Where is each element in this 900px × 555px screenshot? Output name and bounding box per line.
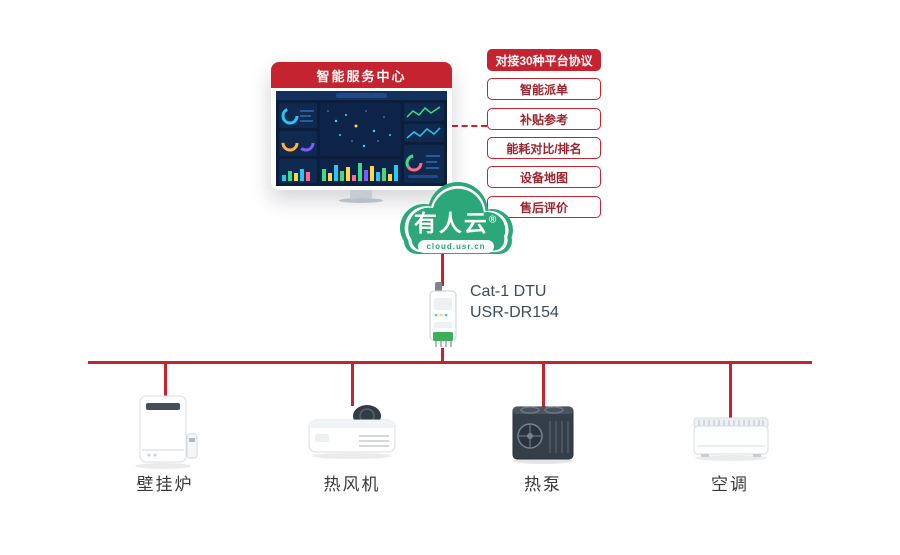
device-label-air-conditioner: 空调 — [711, 475, 749, 494]
monitor-title: 智能服务中心 — [271, 62, 452, 88]
feature-badge: 智能派单 — [487, 78, 601, 100]
feature-badge: 对接30种平台协议 — [487, 49, 601, 71]
hot-air-unit-icon — [308, 405, 396, 459]
bus-line — [88, 361, 812, 364]
cloud-name: 有人云® — [388, 204, 524, 238]
feature-badge: 能耗对比/排名 — [487, 137, 601, 159]
service-center-monitor: 智能服务中心 — [271, 62, 452, 190]
dtu-device-icon — [429, 282, 457, 347]
cloud-to-dtu-line — [441, 250, 444, 286]
dtu-model-line1: Cat-1 DTU — [470, 283, 547, 300]
dashboard-preview — [276, 91, 447, 186]
drop-line-wall-boiler — [164, 361, 167, 399]
drop-line-heat-pump — [542, 361, 545, 409]
heat-pump-icon — [512, 406, 574, 464]
usr-cloud: 有人云® cloud.usr.cn — [388, 172, 524, 268]
device-label-hot-air-unit: 热风机 — [323, 475, 381, 494]
dtu-model-label: Cat-1 DTU USR-DR154 — [470, 281, 559, 323]
drop-line-hot-air-unit — [351, 361, 354, 406]
device-label-wall-boiler: 壁挂炉 — [136, 475, 194, 494]
feature-badge: 补贴参考 — [487, 108, 601, 130]
device-label-heat-pump: 热泵 — [524, 475, 562, 494]
feature-badge: 设备地图 — [487, 166, 601, 188]
monitor-to-features-dashed-line — [452, 125, 487, 127]
feature-badge: 售后评价 — [487, 196, 601, 218]
drop-line-air-conditioner — [729, 361, 732, 419]
air-conditioner-icon — [693, 417, 769, 461]
cloud-domain-badge: cloud.usr.cn — [418, 240, 494, 253]
dtu-to-bus-line — [441, 348, 444, 364]
registered-mark: ® — [488, 214, 499, 226]
cloud-domain-wrap: cloud.usr.cn — [388, 236, 524, 254]
cloud-name-text: 有人云 — [413, 210, 489, 236]
monitor-stand-neck — [350, 190, 372, 198]
dtu-model-line2: USR-DR154 — [470, 304, 559, 321]
wall-boiler-icon — [135, 395, 198, 469]
monitor-stand-base — [339, 198, 383, 203]
